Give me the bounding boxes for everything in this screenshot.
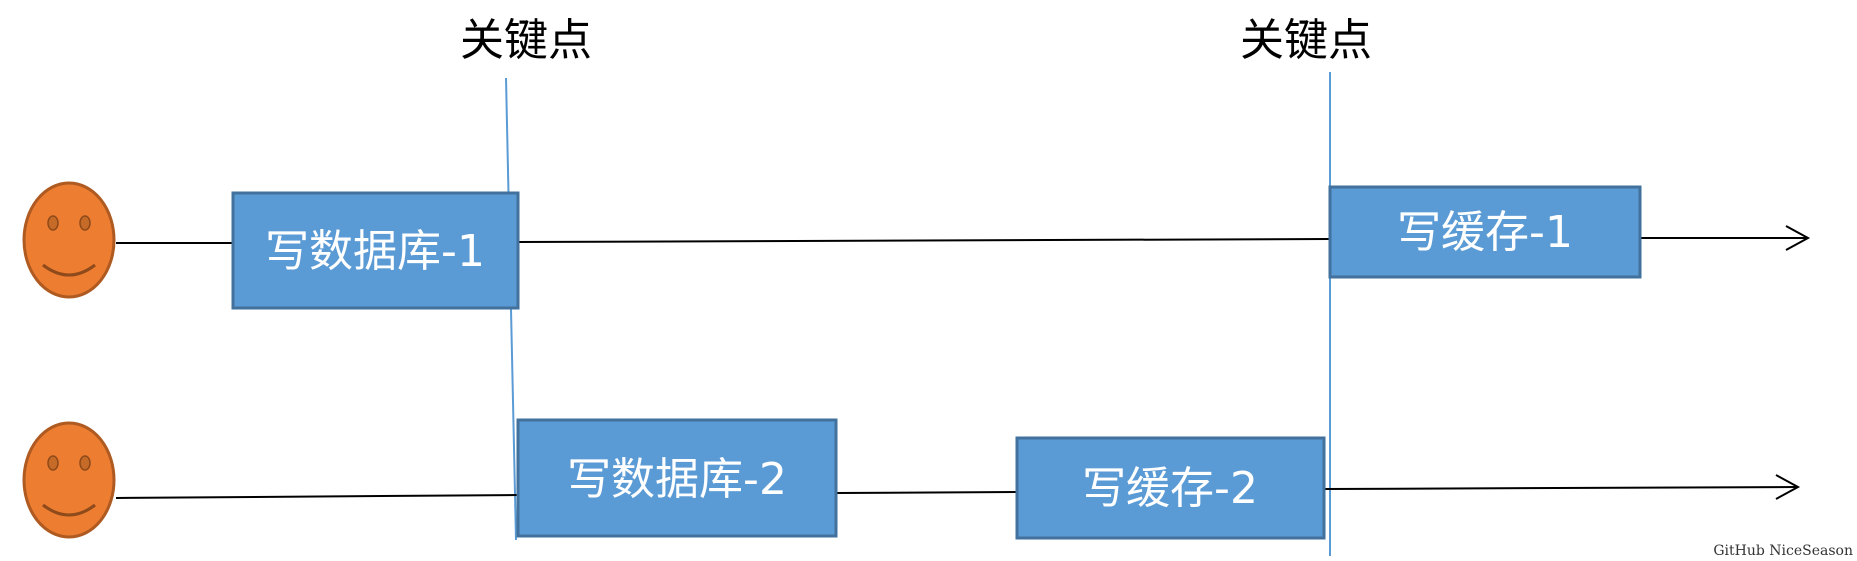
smiley-face-icon — [22, 421, 116, 539]
timeline-2-segment-middle — [835, 491, 1018, 494]
key-point-label-2: 关键点 — [1240, 15, 1372, 66]
key-point-label-1: 关键点 — [460, 15, 592, 66]
timeline-1-arrowhead — [1785, 225, 1811, 251]
timeline-1-segment-middle — [517, 238, 1331, 243]
write-cache-1-label: 写缓存-1 — [1397, 207, 1573, 258]
write-db-1-label: 写数据库-1 — [265, 226, 485, 277]
write-cache-1-box: 写缓存-1 — [1328, 185, 1642, 279]
write-db-2-label: 写数据库-2 — [567, 454, 787, 505]
watermark: GitHub NiceSeason — [1713, 543, 1853, 559]
timeline-2-arrowhead — [1775, 474, 1801, 500]
write-cache-2-box: 写缓存-2 — [1015, 436, 1326, 540]
write-cache-2-label: 写缓存-2 — [1082, 463, 1258, 514]
write-db-1-box: 写数据库-1 — [231, 191, 520, 310]
write-db-2-box: 写数据库-2 — [516, 418, 838, 538]
timeline-2-segment-start — [115, 494, 519, 499]
timeline-2-segment-end — [1324, 486, 1799, 490]
smiley-face-icon — [22, 181, 116, 299]
